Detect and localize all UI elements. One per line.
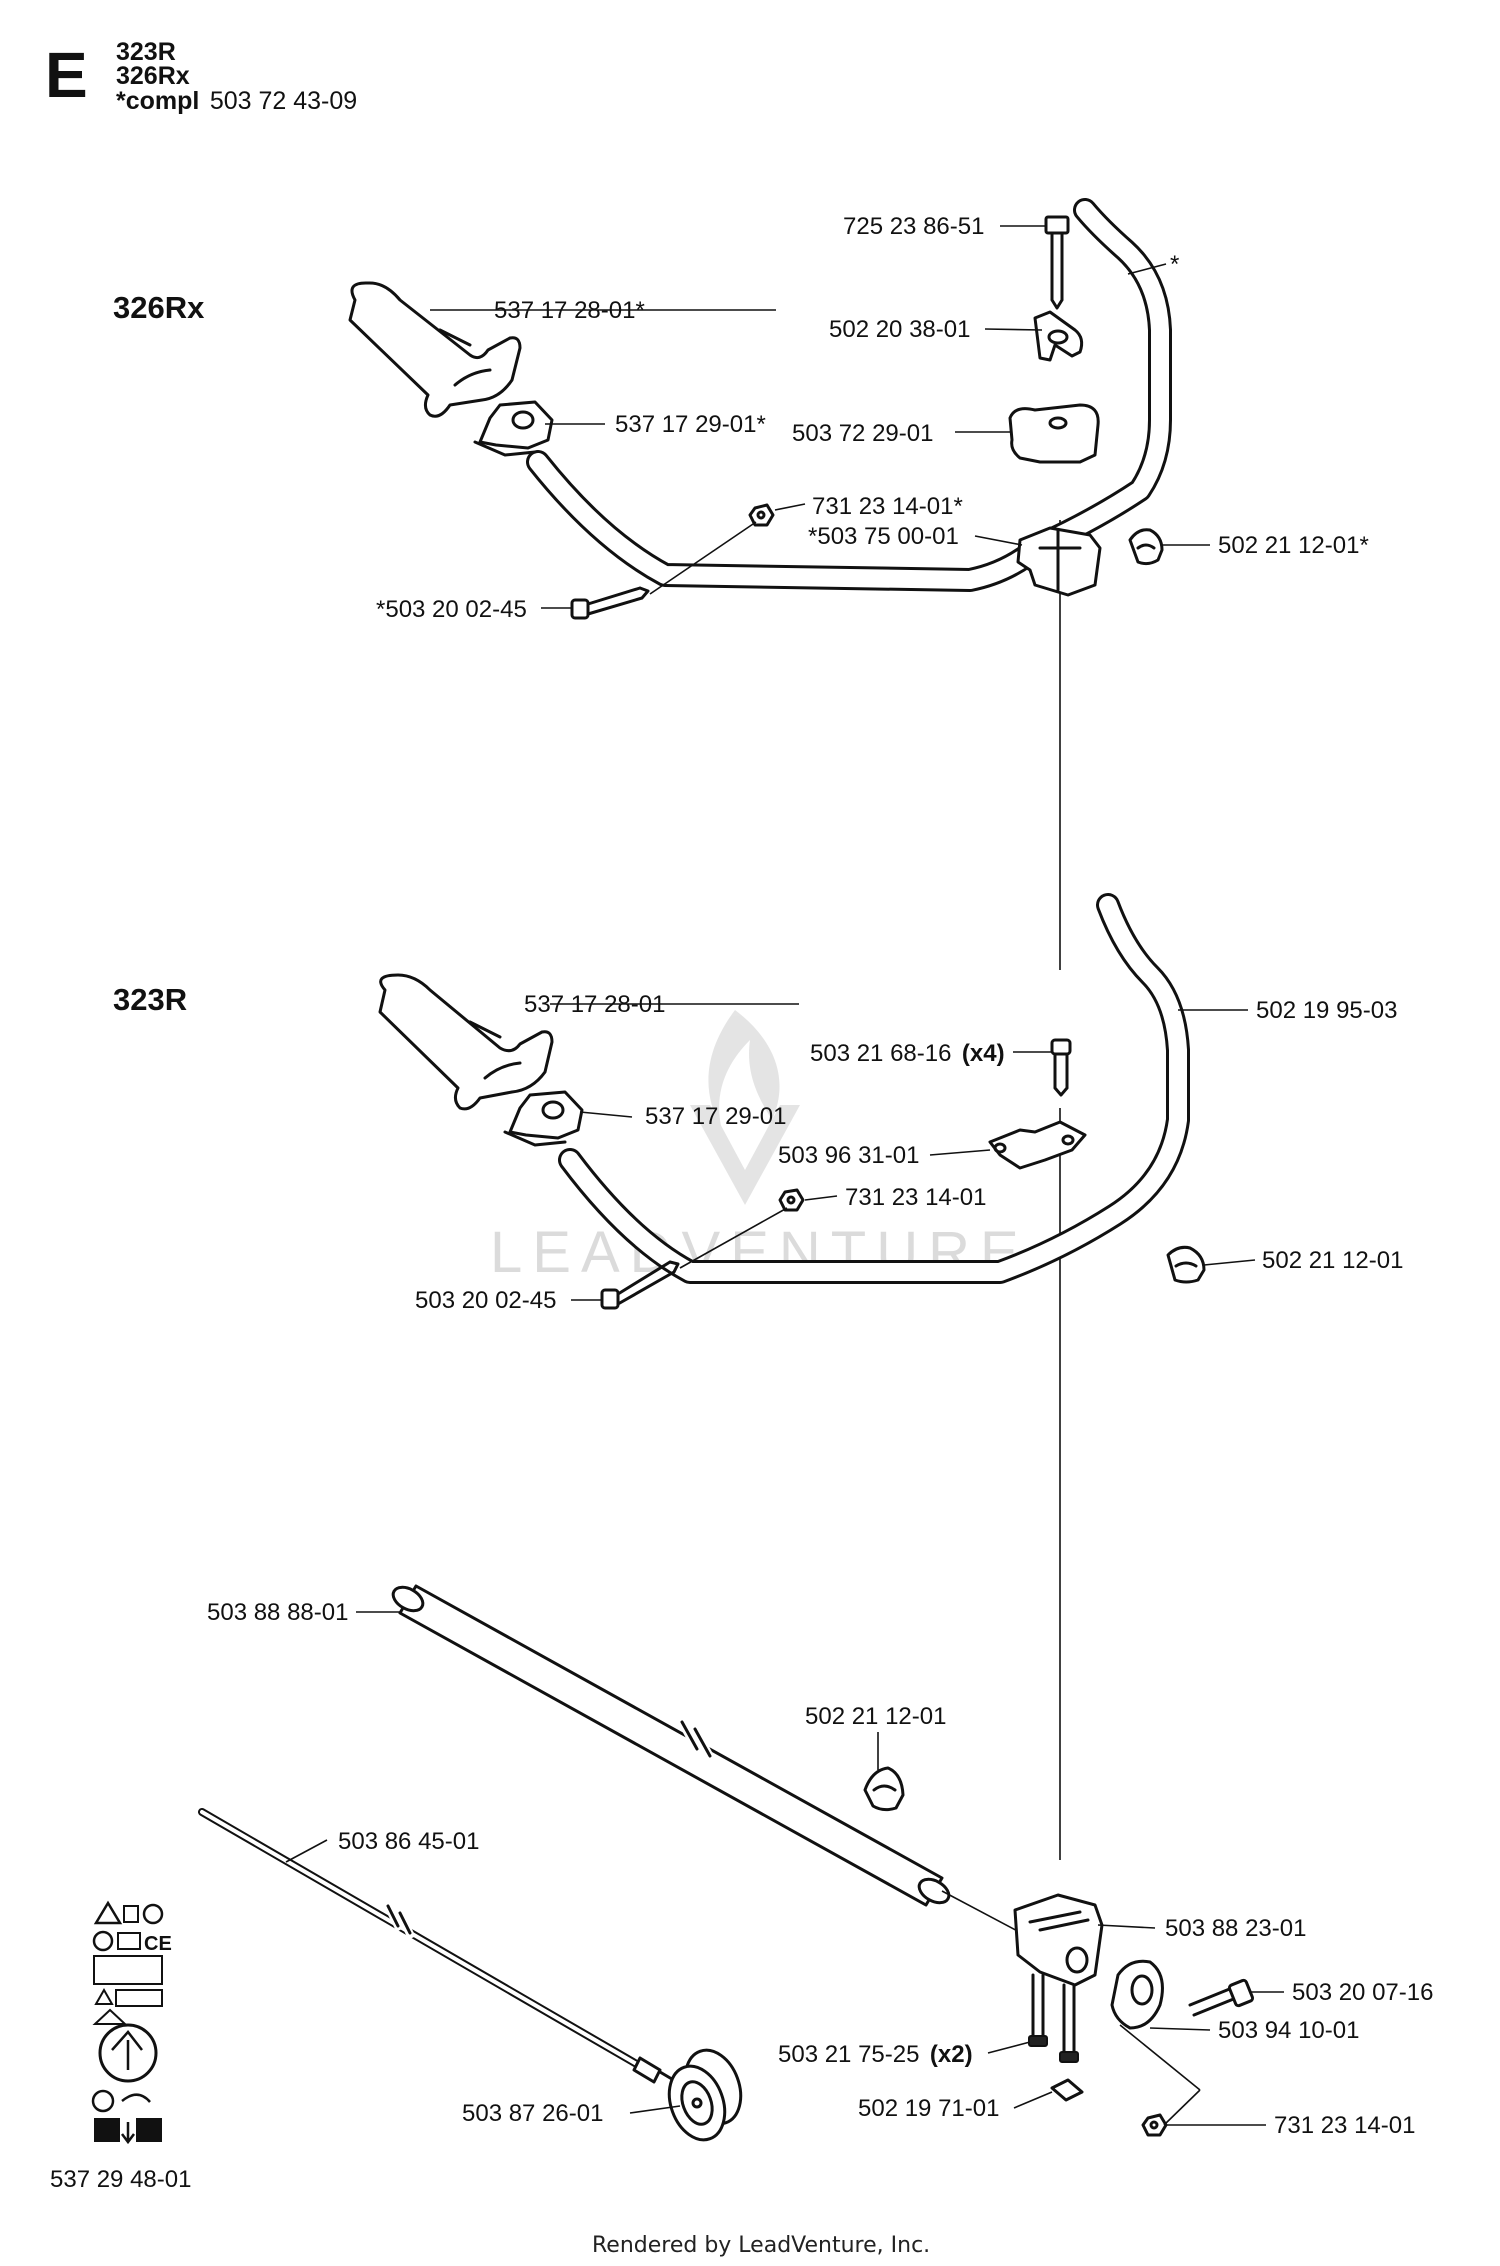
label-bolt-top-326rx: 725 23 86-51 bbox=[843, 213, 984, 240]
screw-323r bbox=[600, 1260, 680, 1310]
bolt-top-326rx bbox=[1044, 215, 1070, 310]
small-warning-icon bbox=[94, 1987, 114, 2005]
label-nut-326rx: 731 23 14-01* bbox=[812, 493, 963, 520]
label-handle-bar-star: * bbox=[1170, 251, 1179, 278]
nut-shaft bbox=[1141, 2113, 1168, 2137]
manual-icon bbox=[123, 1905, 139, 1923]
watermark-flame-icon bbox=[708, 1010, 780, 1130]
text-plate-icon bbox=[117, 1932, 141, 1950]
screw-x4-323r bbox=[1050, 1038, 1072, 1097]
label-drive-shaft: 503 86 45-01 bbox=[338, 1828, 479, 1855]
label-grip-326rx: 537 17 28-01* bbox=[494, 297, 645, 324]
label-screw-323r: 503 20 02-45 bbox=[415, 1287, 556, 1314]
eye-protection-icon bbox=[92, 1930, 114, 1952]
label-cable-clip-326rx: 502 21 12-01* bbox=[1218, 532, 1369, 559]
label-grip-clamp-326rx: 537 17 29-01* bbox=[615, 411, 766, 438]
footer-rendered-by: Rendered by LeadVenture, Inc. bbox=[592, 2233, 930, 2258]
label-bolt-side: 503 20 07-16 bbox=[1292, 1979, 1433, 2006]
watermark-v-icon bbox=[690, 1105, 800, 1205]
label-wing-knob-326rx: 502 20 38-01 bbox=[829, 316, 970, 343]
label-screws-x2: 503 21 75-25 (x2) bbox=[778, 2041, 973, 2068]
distance-warning-icon bbox=[98, 2023, 158, 2083]
cable-clip-326rx bbox=[1128, 528, 1164, 566]
label-square-nut: 502 19 71-01 bbox=[858, 2095, 999, 2122]
compl-line: *compl 503 72 43-09 bbox=[116, 87, 357, 115]
grip-326rx bbox=[348, 281, 522, 418]
label-strip-2-icon bbox=[115, 1989, 163, 2007]
group-326rx: 725 23 86-51 * 537 17 28-01* 502 20 38-0… bbox=[348, 198, 1369, 623]
handle-bar-323r bbox=[558, 893, 1190, 1284]
grip-clamp-326rx bbox=[473, 400, 554, 457]
cable-clip-323r bbox=[1166, 1245, 1206, 1284]
nut-326rx bbox=[748, 503, 775, 527]
label-grip-clamp-323r: 537 17 29-01 bbox=[645, 1103, 786, 1130]
ear-protection-icon bbox=[142, 1903, 164, 1925]
bar-clamp-top-326rx bbox=[1008, 403, 1100, 464]
group-shaft: 503 88 88-01 502 21 12-01 503 86 45-01 5… bbox=[198, 1584, 1433, 2142]
decal-sheet: CE 537 29 48-01 bbox=[50, 1900, 191, 2193]
distance-warning-figure bbox=[111, 2030, 143, 2070]
label-cable-clip-shaft: 502 21 12-01 bbox=[805, 1703, 946, 1730]
wing-knob-326rx bbox=[1033, 310, 1084, 362]
clamp-ring bbox=[1110, 1959, 1164, 2030]
group-323r: 537 17 28-01 502 19 95-03 503 21 68-16 (… bbox=[378, 893, 1403, 1314]
model-label-323r: 323R bbox=[116, 38, 176, 66]
screw-326rx bbox=[570, 586, 650, 620]
warning-triangle-icon bbox=[93, 1900, 123, 1925]
label-screw-326rx: *503 20 02-45 bbox=[376, 596, 527, 623]
label-clamp-ring: 503 94 10-01 bbox=[1218, 2017, 1359, 2044]
label-washer-disc: 503 87 26-01 bbox=[462, 2100, 603, 2127]
header: E 323R 326Rx *compl 503 72 43-09 bbox=[45, 38, 357, 115]
screws-x2 bbox=[1028, 1973, 1079, 2063]
cable-clip-shaft bbox=[863, 1766, 905, 1812]
label-grip-323r: 537 17 28-01 bbox=[524, 991, 665, 1018]
compl-prefix: *compl bbox=[116, 87, 199, 115]
model-label-326rx: 326Rx bbox=[116, 62, 190, 90]
label-shaft-bracket: 503 88 23-01 bbox=[1165, 1915, 1306, 1942]
label-handle-bar-323r: 502 19 95-03 bbox=[1256, 997, 1397, 1024]
label-decal: 537 29 48-01 bbox=[50, 2166, 191, 2193]
label-strip-icon bbox=[93, 1955, 163, 1985]
arrow-down-icon bbox=[121, 2122, 135, 2145]
label-bar-clamp-top-326rx: 503 72 29-01 bbox=[792, 420, 933, 447]
bar-clamp-base-326rx bbox=[1016, 526, 1102, 597]
label-bar-clamp-base-326rx: *503 75 00-01 bbox=[808, 523, 959, 550]
label-shaft-tube: 503 88 88-01 bbox=[207, 1599, 348, 1626]
section-title-326rx: 326Rx bbox=[113, 290, 205, 325]
compl-number: 503 72 43-09 bbox=[210, 87, 357, 115]
section-letter: E bbox=[45, 39, 88, 111]
glove-icon bbox=[136, 2118, 162, 2142]
grip-clamp-323r bbox=[503, 1090, 584, 1147]
thrown-objects-warning-icon bbox=[92, 2008, 128, 2025]
label-nut-shaft: 731 23 14-01 bbox=[1274, 2112, 1415, 2139]
rotation-arrow-icon bbox=[121, 2093, 151, 2103]
bar-bracket-323r bbox=[988, 1120, 1087, 1170]
blade-icon bbox=[91, 2089, 115, 2113]
square-nut bbox=[1050, 2078, 1084, 2102]
washer-disc bbox=[667, 2048, 743, 2142]
shaft-bracket bbox=[1013, 1893, 1104, 1987]
nut-323r bbox=[778, 1188, 805, 1212]
ce-mark: CE bbox=[144, 1933, 172, 1955]
bolt-side bbox=[1188, 1978, 1255, 2017]
grip-323r bbox=[378, 973, 554, 1111]
label-bar-bracket-323r: 503 96 31-01 bbox=[778, 1142, 919, 1169]
shaft-tube bbox=[391, 1584, 1026, 1936]
label-cable-clip-323r: 502 21 12-01 bbox=[1262, 1247, 1403, 1274]
label-screw-x4-323r: 503 21 68-16 (x4) bbox=[810, 1040, 1005, 1067]
shoe-icon bbox=[94, 2118, 120, 2142]
label-nut-323r: 731 23 14-01 bbox=[845, 1184, 986, 1211]
section-title-323r: 323R bbox=[113, 982, 187, 1017]
